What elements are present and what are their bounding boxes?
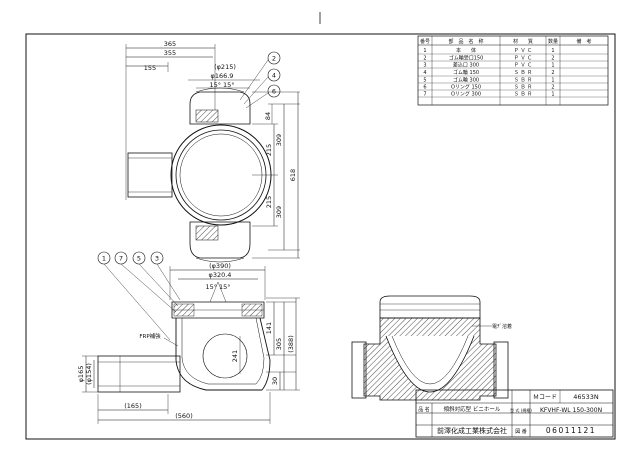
table-cell: Ｐ Ｖ Ｃ: [514, 63, 532, 69]
dim-241: 241: [231, 350, 239, 362]
top-view: [125, 44, 300, 263]
table-header-name: 部 品 名 称: [448, 38, 483, 45]
table-cell: Oリング 150: [451, 84, 481, 91]
dim-355: 355: [164, 49, 176, 57]
drawing-no-label: 図 番: [515, 428, 527, 435]
table-cell: Ｐ Ｖ Ｃ: [514, 48, 532, 54]
title-block: [415, 389, 614, 438]
table-header-note: 備 考: [576, 38, 591, 45]
table-header-material: 材 質: [513, 38, 533, 45]
table-cell: 2: [423, 56, 426, 62]
table-cell: 1: [551, 92, 554, 98]
mcode-value: 46533N: [573, 393, 599, 401]
table-cell: 4: [423, 70, 426, 76]
table-cell: 2: [551, 70, 554, 76]
table-cell: 2: [551, 56, 554, 62]
dim-305: 305: [275, 338, 283, 350]
table-cell: 6: [423, 85, 426, 91]
table-header-no: 番号: [420, 38, 430, 45]
table-cell: ゴム輪 300: [453, 77, 479, 84]
balloon-label: 5: [137, 255, 141, 263]
right-view: [351, 295, 509, 401]
balloon-label: 7: [119, 255, 123, 263]
table-cell: 本 体: [456, 47, 476, 54]
dim-618: 618: [289, 169, 297, 181]
dim-angle-side: 15° 15°: [205, 283, 230, 291]
dim-angle-top: 15° 15°: [209, 81, 234, 89]
dim-phi320: φ320.4: [209, 271, 232, 279]
dim-84: 84: [264, 112, 272, 120]
table-cell: Ｐ Ｖ Ｃ: [514, 56, 532, 62]
model-value: KFVHF-WL 150-300N: [540, 407, 602, 414]
table-cell: ゴム輪受口150: [449, 55, 484, 62]
table-cell: 7: [423, 92, 426, 98]
dim-309-upper: 309: [275, 134, 283, 146]
table-cell: Oリング 300: [451, 91, 481, 98]
company-name: 前澤化成工業株式会社: [437, 426, 507, 435]
dim-388: (388): [287, 335, 295, 352]
table-cell: 5: [423, 78, 426, 84]
table-cell: Ｓ Ｂ Ｒ: [514, 70, 532, 76]
balloon-label: 4: [272, 72, 276, 80]
table-cell: Ｓ Ｂ Ｒ: [514, 85, 532, 91]
dim-141: 141: [265, 322, 273, 334]
dim-phi215: (φ215): [214, 63, 236, 71]
table-cell: 1: [551, 63, 554, 69]
balloon-label: 3: [155, 255, 159, 263]
balloon-label: 1: [102, 255, 106, 263]
table-cell: 3: [423, 63, 426, 69]
table-cell: 差込口 300: [453, 62, 479, 69]
dim-phi154: (φ154): [85, 363, 93, 385]
table-cell: 1: [551, 48, 554, 54]
dim-phi390: (φ390): [209, 262, 231, 270]
table-cell: 2: [551, 85, 554, 91]
sheet-border: [25, 33, 616, 440]
side-view: [82, 251, 300, 424]
weld-label: 電ﾁﾞ溶着: [492, 323, 512, 330]
title-block-text: Ｍコード 46533N 品 名 傾斜対応型 ビニホール 型 式 (規格) KFV…: [418, 393, 602, 435]
dim-155: 155: [144, 64, 156, 72]
model-label: 型 式 (規格): [510, 407, 532, 413]
table-cell: Ｓ Ｂ Ｒ: [514, 92, 532, 98]
product-name-value: 傾斜対応型 ビニホール: [444, 405, 501, 413]
dim-215-lower: 215: [265, 196, 273, 208]
dim-215-upper: 215: [265, 144, 273, 156]
dim-165: (165): [124, 402, 141, 410]
drawing-no-value: 06011121: [546, 426, 596, 435]
table-cell: Ｓ Ｂ Ｒ: [514, 78, 532, 84]
dim-30: 30: [271, 377, 279, 385]
dim-phi166: φ166.9: [211, 72, 234, 80]
dim-365: 365: [164, 40, 176, 48]
side-view-labels: 1 7 5 3 (φ390) φ320.4 15° 15° 141 305 (3…: [77, 255, 295, 421]
balloon-label: 2: [272, 55, 276, 63]
table-cell: 1: [551, 78, 554, 84]
product-name-label: 品 名: [418, 406, 430, 413]
dim-309-lower: 309: [275, 206, 283, 218]
table-cell: ゴム輪 150: [453, 69, 479, 76]
dim-560: (560): [175, 412, 192, 420]
table-header-qty: 数量: [548, 38, 558, 45]
balloon-label: 6: [272, 88, 276, 96]
top-view-labels: 365 355 155 (φ215) φ166.9 15° 15° 84 215…: [144, 40, 297, 218]
mcode-label: Ｍコード: [533, 394, 557, 401]
parts-table: 番号 部 品 名 称 材 質 数量 備 考 1 本 体 Ｐ Ｖ Ｃ 1 2 ゴム…: [417, 35, 609, 106]
frp-label: FRP補強: [139, 332, 161, 340]
table-cell: 1: [423, 48, 426, 54]
dim-phi165: φ165: [77, 366, 85, 383]
